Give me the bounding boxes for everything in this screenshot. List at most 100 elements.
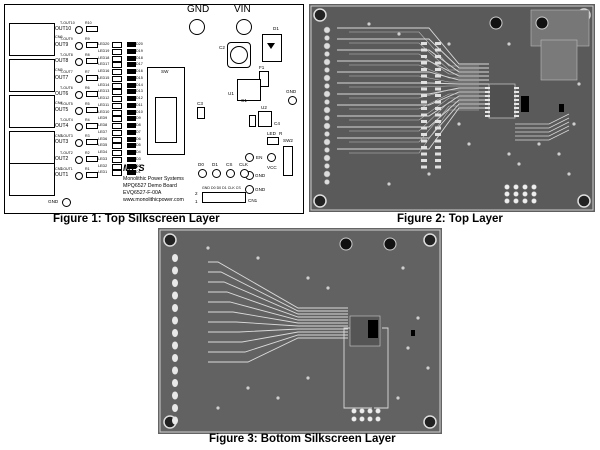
header-pad — [504, 191, 510, 197]
connector-pin — [324, 51, 330, 57]
test-point-vcc — [267, 153, 276, 162]
output-test-label: T-OUT4 — [60, 118, 73, 123]
mounting-hole — [313, 194, 327, 208]
label-cn1: CN1 — [248, 198, 258, 203]
resistor-label: R1 — [85, 166, 90, 171]
resistor — [86, 139, 98, 146]
header-pad — [351, 408, 357, 414]
test-point-gnd-bottom — [62, 198, 71, 207]
label-cs: CS — [226, 162, 233, 167]
via — [206, 246, 210, 250]
output-test-point — [75, 26, 83, 34]
via — [401, 266, 405, 270]
led-pad — [421, 113, 427, 117]
via — [467, 142, 471, 146]
via — [557, 152, 561, 156]
test-point-gnd1 — [288, 96, 297, 105]
connector-pin — [323, 154, 331, 162]
led — [112, 75, 122, 82]
label-gnd-bottom: GND — [48, 199, 59, 204]
bottom-silkscreen-panel — [158, 228, 442, 434]
led-pad — [421, 68, 427, 71]
label-d1: D1 — [273, 26, 279, 31]
led — [112, 42, 122, 48]
trace — [515, 117, 570, 129]
ic-pad — [514, 91, 519, 93]
connector-pin — [324, 131, 330, 137]
mounting-hole — [313, 8, 327, 22]
label-gnd-right3: GND — [255, 187, 266, 192]
driver-ic-footprint — [488, 83, 516, 119]
output-test-label: T-OUT10 — [60, 21, 75, 25]
header-pad — [367, 408, 373, 414]
connector-pin — [324, 83, 330, 89]
led-label: LED1 — [98, 170, 108, 175]
diode-label: D10 — [136, 109, 143, 114]
edge-pad — [172, 404, 178, 412]
output-label: OUT2 — [55, 155, 69, 162]
led-pad — [435, 100, 441, 104]
led-pad — [435, 61, 441, 65]
trace — [337, 27, 489, 65]
edge-pad — [172, 391, 178, 400]
led-label: LED6 — [98, 136, 108, 141]
led-pad — [435, 81, 441, 84]
led — [112, 102, 122, 109]
connector-label: CN4 — [55, 101, 63, 105]
gnd-header-label: GND — [187, 4, 210, 15]
via — [537, 142, 541, 146]
test-point-en — [245, 153, 254, 162]
via — [256, 256, 260, 260]
trace — [208, 328, 348, 333]
label-d0: D0 — [198, 162, 204, 167]
resistor — [86, 107, 98, 113]
led — [112, 150, 122, 156]
bottom-layer-copper — [159, 229, 441, 433]
connector-label: CN6 — [55, 35, 63, 39]
via — [447, 42, 451, 46]
ic-pad — [514, 87, 519, 89]
led-pad — [421, 48, 427, 52]
resistor-label: R4 — [85, 118, 90, 123]
led — [112, 143, 122, 150]
label-en: EN — [256, 155, 263, 160]
via — [406, 346, 410, 350]
diode-pad — [127, 150, 136, 155]
led-pad — [435, 94, 441, 97]
via — [567, 172, 571, 176]
connector-label: CN2 — [55, 167, 63, 171]
component-c4 — [249, 115, 256, 127]
trace — [337, 107, 489, 150]
caption-fig2: Figure 2: Top Layer — [397, 213, 503, 225]
output-test-label: T-OUT2 — [60, 150, 73, 155]
connector-block-cn6 — [9, 23, 55, 56]
led — [112, 156, 122, 163]
led-pad — [421, 107, 427, 110]
diode-label: D5 — [136, 143, 141, 148]
led-pad — [421, 42, 427, 45]
resistor-label: R6 — [85, 85, 90, 90]
connector-block-cn3 — [9, 131, 55, 164]
led-pad — [421, 100, 427, 104]
ic-u2 — [258, 111, 272, 127]
diode-label: D4 — [136, 150, 141, 154]
led-pad — [421, 139, 427, 143]
led-pad — [435, 126, 441, 130]
led-pad — [421, 133, 427, 136]
led-pad — [421, 152, 427, 156]
led-label: LED3 — [98, 156, 108, 161]
diode-label: D19 — [136, 48, 143, 53]
ic-pad — [485, 87, 490, 89]
label-led-small: LED — [267, 131, 276, 136]
trace — [208, 271, 348, 312]
diode-pad — [127, 129, 136, 135]
output-test-point — [75, 171, 83, 180]
diode-label: D12 — [136, 96, 143, 100]
power-copper-pour-lower — [540, 39, 578, 81]
trace — [349, 85, 479, 88]
label-clk: CLK — [239, 162, 248, 167]
diode-label: D13 — [136, 89, 143, 94]
connector-pin — [324, 67, 330, 73]
led — [112, 69, 122, 75]
header-pad — [359, 416, 365, 422]
